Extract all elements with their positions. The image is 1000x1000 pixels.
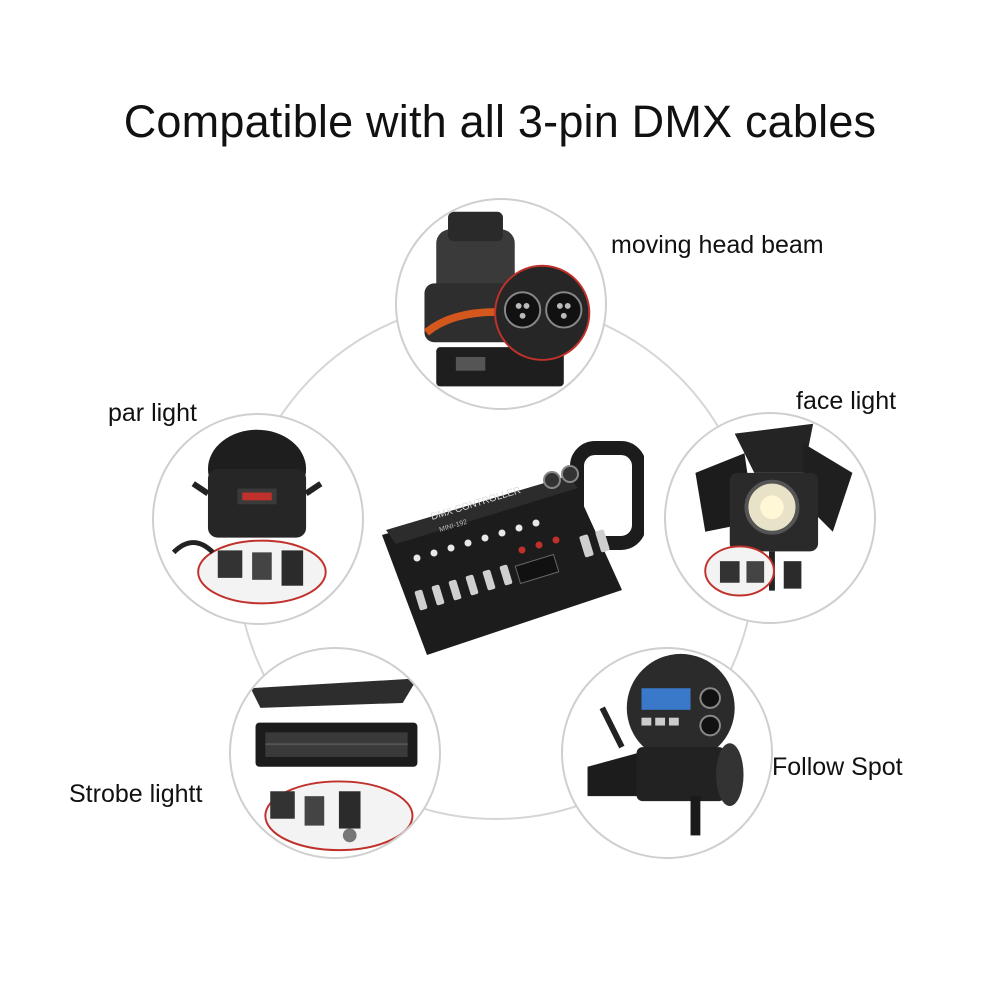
dmx-controller-display — [514, 553, 560, 585]
dmx-controller: DMX CONTROLLER MINI-192 — [372, 440, 646, 662]
strobe-light-image — [250, 678, 418, 852]
strobe-light-label: Strobe lightt — [69, 780, 203, 808]
follow-spot-bubble — [561, 647, 773, 859]
moving-head-beam-label: moving head beam — [611, 231, 824, 259]
follow-spot-label: Follow Spot — [772, 753, 903, 781]
moving-head-beam-image — [423, 211, 591, 387]
par-light-image — [171, 429, 327, 605]
strobe-light-bubble — [229, 647, 441, 859]
par-light-bubble — [152, 413, 364, 625]
par-light-label: par light — [108, 399, 197, 427]
dmx-controller-sliders — [414, 529, 610, 611]
moving-head-beam-bubble — [395, 198, 607, 410]
dmx-controller-buttons — [413, 519, 560, 562]
face-light-label: face light — [796, 387, 897, 415]
face-light-image — [695, 423, 853, 597]
face-light-bubble — [664, 412, 876, 624]
follow-spot-image — [587, 653, 744, 836]
headline: Compatible with all 3-pin DMX cables — [123, 96, 877, 147]
